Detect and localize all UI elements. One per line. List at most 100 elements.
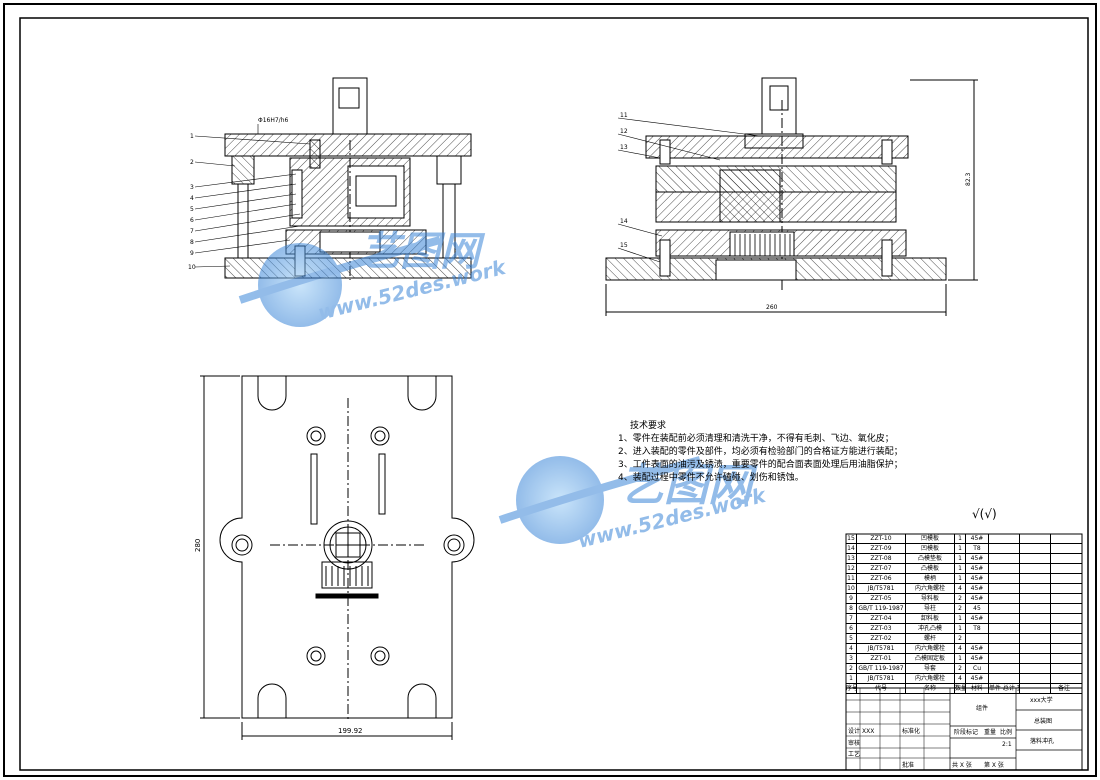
bom-cell-no: 7: [846, 614, 857, 623]
bom-cell-qty: 1: [955, 564, 966, 573]
bom-header-note: 备注: [1057, 685, 1070, 692]
bom-cell-empty: [1020, 584, 1051, 593]
bom-cell-name: 螺杆: [906, 634, 955, 643]
bom-cell-empty: [989, 584, 1020, 593]
sheet-count: 共 X 张: [952, 761, 972, 769]
bom-cell-empty: [989, 634, 1020, 643]
bom-cell-empty: [989, 574, 1020, 583]
bom-cell-mat: 45#: [966, 574, 989, 583]
globe-logo-icon: [258, 243, 342, 327]
bom-cell-qty: 4: [955, 584, 966, 593]
tech-item-1: 1、零件在装配前必须清理和清洗干净，不得有毛刺、飞边、氧化皮；: [618, 434, 894, 444]
bom-header-mat: 材料: [966, 684, 989, 693]
bom-cell-empty: [1020, 644, 1051, 653]
bom-cell-mat: 45#: [966, 584, 989, 593]
bom-cell-empty: [1020, 594, 1051, 603]
bom-cell-empty: [1020, 534, 1051, 543]
bom-cell-mat: 45#: [966, 554, 989, 563]
bom-cell-empty: [1051, 604, 1077, 613]
bom-cell-code: ZZT-07: [857, 564, 906, 573]
callout-8: 8: [190, 239, 194, 246]
design-label: 设计: [848, 727, 860, 735]
bom-cell-name: 卸料板: [906, 614, 955, 623]
bom-cell-empty: [1051, 574, 1077, 583]
bom-cell-code: ZZT-04: [857, 614, 906, 623]
bom-cell-no: 1: [846, 674, 857, 683]
ratio-label: 比例: [1000, 728, 1012, 736]
callout-2: 2: [190, 159, 194, 166]
callout-12: 12: [620, 128, 628, 135]
bom-cell-mat: 45#: [966, 674, 989, 683]
bom-cell-name: 模柄: [906, 574, 955, 583]
bom-cell-code: JB/T5781: [857, 644, 906, 653]
standard-label: 标准化: [902, 727, 920, 735]
callout-1: 1: [190, 133, 194, 140]
bom-header-name: 名称: [906, 684, 955, 693]
watermark-1: 艺图网 www.52des.work: [238, 229, 509, 327]
bom-cell-empty: [989, 614, 1020, 623]
top-view: [200, 375, 475, 740]
bom-cell-mat: 45: [966, 604, 989, 613]
technical-requirements: 技术要求 1、零件在装配前必须清理和清洗干净，不得有毛刺、飞边、氧化皮； 2、进…: [618, 420, 918, 485]
bom-cell-empty: [1051, 634, 1077, 643]
surface-finish-symbol: √(√): [972, 507, 997, 521]
weight-label: 重量: [984, 728, 996, 736]
bom-cell-qty: 2: [955, 664, 966, 673]
bom-cell-name: 凹模板: [906, 534, 955, 543]
bom-cell-qty: 2: [955, 634, 966, 643]
front-callouts: [194, 124, 311, 268]
tech-item-4: 4、装配过程中零件不允许磕碰、划伤和锈蚀。: [618, 473, 804, 483]
bom-header-empty: [1020, 684, 1051, 693]
bom-header-qty: 数量: [955, 684, 966, 693]
bom-cell-qty: 4: [955, 644, 966, 653]
bom-cell-no: 10: [846, 584, 857, 593]
inner-frame: [19, 17, 1089, 771]
bom-cell-name: 凹模板: [906, 544, 955, 553]
bom-cell-code: ZZT-06: [857, 574, 906, 583]
bom-cell-empty: [989, 604, 1020, 613]
front-view: [224, 77, 472, 280]
bom-cell-code: ZZT-03: [857, 624, 906, 633]
bom-cell-empty: [1020, 634, 1051, 643]
callout-5: 5: [190, 206, 194, 213]
bom-header-weight: 单件 总计 重量: [989, 684, 1020, 693]
bom-cell-empty: [1051, 584, 1077, 593]
side-view: [605, 77, 978, 316]
bom-cell-qty: 1: [955, 534, 966, 543]
bom-cell-name: 冲孔凸模: [906, 624, 955, 633]
approve-label: 批准: [902, 761, 914, 769]
title-block: [845, 533, 1083, 771]
bom-cell-no: 9: [846, 594, 857, 603]
tech-item-2: 2、进入装配的零件及部件，均必须有检验部门的合格证方能进行装配；: [618, 447, 903, 457]
bom-cell-empty: [1051, 614, 1077, 623]
top-height-dim: 280: [194, 539, 202, 552]
callout-6: 6: [190, 217, 194, 224]
bom-cell-empty: [1020, 564, 1051, 573]
bom-cell-mat: 45#: [966, 534, 989, 543]
bom-cell-qty: 2: [955, 604, 966, 613]
side-callouts: [617, 117, 761, 263]
bom-cell-mat: 45#: [966, 564, 989, 573]
bom-cell-code: ZZT-09: [857, 544, 906, 553]
bom-cell-name: 凸模垫板: [906, 554, 955, 563]
bom-cell-qty: 1: [955, 554, 966, 563]
bom-cell-name: 导柱: [906, 604, 955, 613]
bom-cell-name: 内六角螺栓: [906, 644, 955, 653]
bom-cell-mat: 45#: [966, 644, 989, 653]
bom-cell-empty: [1051, 594, 1077, 603]
bom-cell-mat: 45#: [966, 594, 989, 603]
bom-header-code: 代号: [857, 684, 906, 693]
bom-cell-empty: [1051, 644, 1077, 653]
bom-cell-name: 导料板: [906, 594, 955, 603]
bom-cell-mat: 45#: [966, 614, 989, 623]
